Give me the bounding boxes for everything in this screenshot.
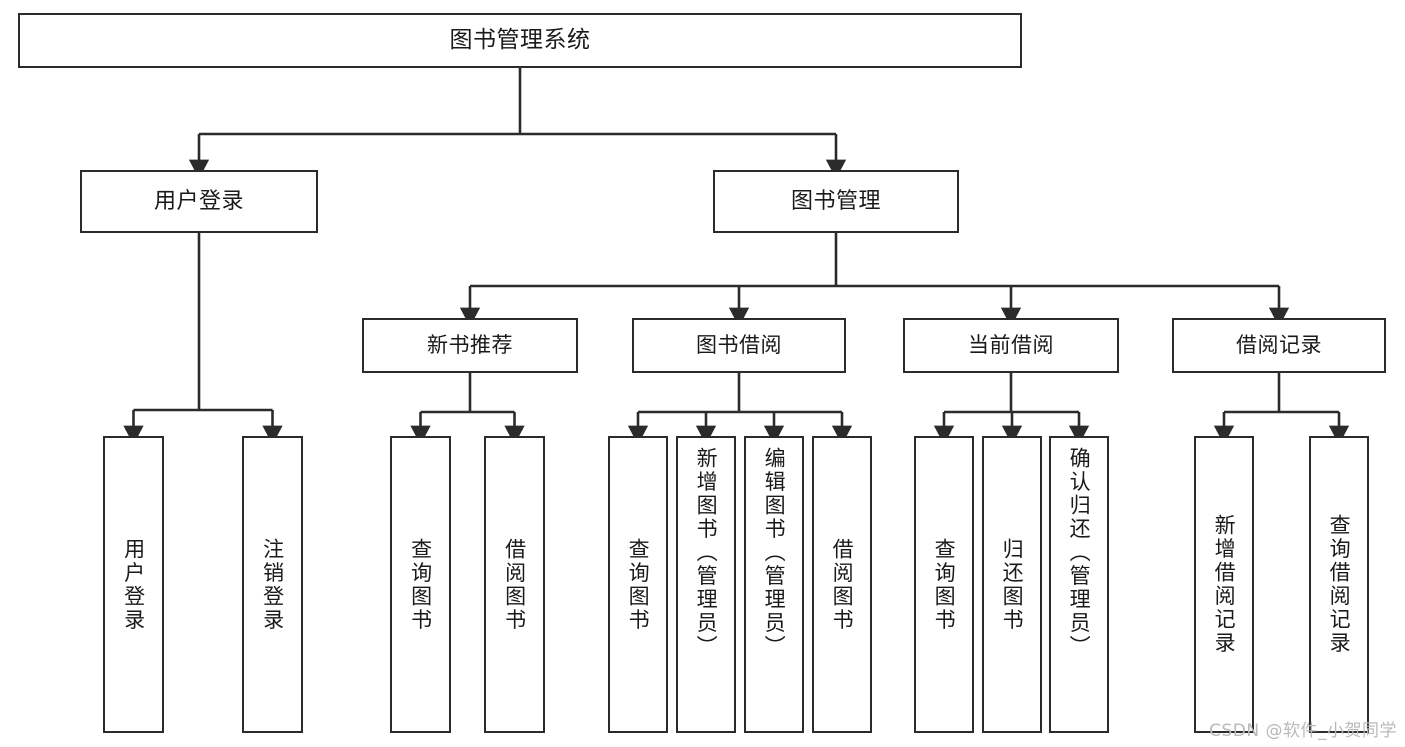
- node-leaf-add-book[interactable]: 新增图书（管理员）: [676, 436, 736, 733]
- node-label: 新增图书（管理员）: [694, 447, 719, 659]
- node-label: 借阅图书: [502, 537, 527, 632]
- node-book-borrow[interactable]: 图书借阅: [632, 318, 846, 373]
- node-leaf-return-book[interactable]: 归还图书: [982, 436, 1042, 733]
- node-leaf-user-login[interactable]: 用户登录: [103, 436, 164, 733]
- node-label: 新书推荐: [427, 333, 513, 358]
- node-label: 查询借阅记录: [1327, 514, 1352, 655]
- node-leaf-query-borrow-record[interactable]: 查询借阅记录: [1309, 436, 1369, 733]
- node-current-borrow[interactable]: 当前借阅: [903, 318, 1119, 373]
- node-label: 图书管理: [790, 188, 881, 214]
- node-label: 查询图书: [626, 537, 651, 632]
- node-label: 新增借阅记录: [1212, 514, 1237, 655]
- node-label: 用户登录: [121, 537, 146, 632]
- node-leaf-borrow-book[interactable]: 借阅图书: [812, 436, 872, 733]
- node-user-login[interactable]: 用户登录: [80, 170, 318, 233]
- node-label: 借阅图书: [830, 537, 855, 632]
- node-leaf-edit-book[interactable]: 编辑图书（管理员）: [744, 436, 804, 733]
- node-book-management[interactable]: 图书管理: [713, 170, 959, 233]
- node-borrow-record[interactable]: 借阅记录: [1172, 318, 1386, 373]
- node-leaf-query-book-borrow[interactable]: 查询图书: [608, 436, 668, 733]
- node-label: 当前借阅: [968, 333, 1054, 358]
- node-label: 借阅记录: [1236, 333, 1322, 358]
- node-leaf-logout-login[interactable]: 注销登录: [242, 436, 303, 733]
- node-label: 图书管理系统: [449, 26, 591, 53]
- node-label: 查询图书: [408, 537, 433, 632]
- node-leaf-add-borrow-record[interactable]: 新增借阅记录: [1194, 436, 1254, 733]
- node-new-book-recommend[interactable]: 新书推荐: [362, 318, 578, 373]
- node-label: 查询图书: [932, 537, 957, 632]
- node-leaf-borrow-book-recommend[interactable]: 借阅图书: [484, 436, 545, 733]
- node-leaf-query-book-current[interactable]: 查询图书: [914, 436, 974, 733]
- node-label: 注销登录: [260, 537, 285, 632]
- csdn-watermark: CSDN @软件_小贺同学: [1209, 721, 1397, 741]
- node-label: 确认归还（管理员）: [1067, 447, 1092, 659]
- node-leaf-query-book-recommend[interactable]: 查询图书: [390, 436, 451, 733]
- node-label: 用户登录: [153, 188, 244, 214]
- node-leaf-confirm-return[interactable]: 确认归还（管理员）: [1049, 436, 1109, 733]
- node-root-book-management-system[interactable]: 图书管理系统: [18, 13, 1022, 68]
- node-label: 归还图书: [1000, 537, 1025, 632]
- node-label: 编辑图书（管理员）: [762, 447, 787, 659]
- node-label: 图书借阅: [696, 333, 782, 358]
